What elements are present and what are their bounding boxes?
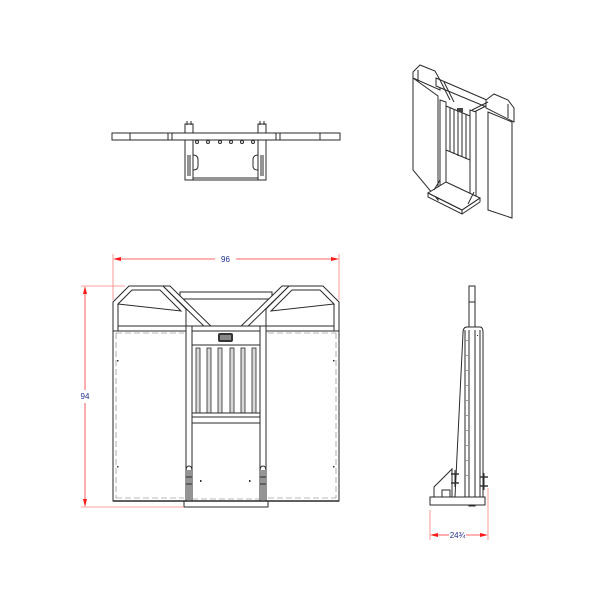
bolts — [451, 470, 488, 490]
front-view — [112, 285, 340, 508]
width-dimension-label: 96 — [221, 255, 230, 264]
top-view — [111, 121, 341, 181]
pin-holes — [195, 140, 255, 144]
dimension-width: 96 — [112, 254, 340, 300]
height-dimension-label: 94 — [81, 392, 90, 401]
gate-bars — [195, 347, 257, 414]
side-rivets — [466, 335, 478, 476]
isometric-view — [412, 64, 515, 219]
side-view — [429, 285, 488, 507]
dimension-height: 94 — [81, 285, 184, 508]
depth-dimension-label: 24¾ — [450, 531, 466, 540]
dimension-depth: 24¾ — [429, 488, 489, 540]
